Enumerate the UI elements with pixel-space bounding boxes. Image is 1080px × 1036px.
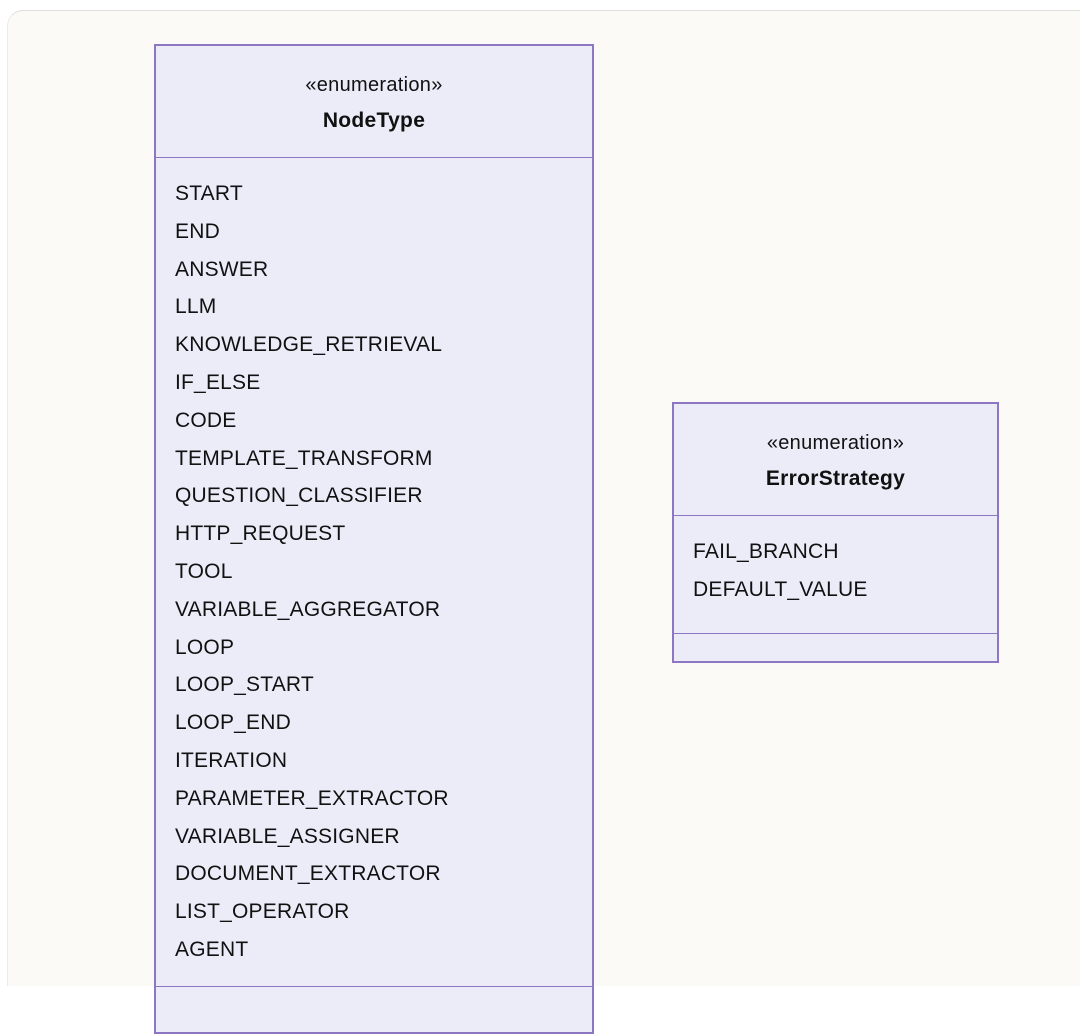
enum-value: DOCUMENT_EXTRACTOR — [175, 862, 441, 886]
enum-box-nodetype: «enumeration» NodeType START END ANSWER LLM… — [154, 44, 594, 1034]
enum-header-errorstrategy: «enumeration» ErrorStrategy — [674, 404, 997, 516]
enum-value: ITERATION — [175, 748, 288, 772]
enum-value: END — [175, 219, 220, 243]
enum-value: IF_ELSE — [175, 370, 261, 394]
enum-name-errorstrategy: ErrorStrategy — [765, 467, 906, 490]
enum-value: PARAMETER_EXTRACTOR — [175, 786, 449, 810]
enum-value: LLM — [175, 295, 217, 319]
enum-value: DEFAULT_VALUE — [693, 577, 868, 601]
enum-value: CODE — [175, 408, 237, 432]
enum-box-errorstrategy: «enumeration» ErrorStrategy FAIL_BRANCH D… — [672, 402, 999, 663]
enum-value: HTTP_REQUEST — [175, 522, 346, 546]
enum-value: TOOL — [175, 559, 233, 583]
enum-value: AGENT — [175, 937, 249, 961]
enum-values-nodetype: START END ANSWER LLM KNOWLEDGE_RETRIEVAL IF_E… — [156, 158, 592, 986]
enum-value: LOOP_START — [175, 673, 314, 697]
enum-values-errorstrategy: FAIL_BRANCH DEFAULT_VALUE — [674, 516, 997, 633]
enum-value: ANSWER — [175, 257, 269, 281]
enum-value: VARIABLE_ASSIGNER — [175, 824, 400, 848]
enum-methods-compartment-nodetype — [156, 986, 592, 1036]
enum-value: LOOP — [175, 635, 235, 659]
enum-value: LOOP_END — [175, 711, 291, 735]
enum-name-nodetype: NodeType — [322, 109, 426, 132]
enum-value: TEMPLATE_TRANSFORM — [175, 446, 433, 470]
stereotype-label: «enumeration» — [305, 74, 443, 96]
enum-value: FAIL_BRANCH — [693, 540, 839, 563]
enum-value: KNOWLEDGE_RETRIEVAL — [175, 333, 443, 357]
stereotype-label: «enumeration» — [766, 432, 905, 454]
enum-header-nodetype: «enumeration» NodeType — [156, 46, 592, 158]
enum-value: START — [175, 182, 243, 205]
enum-value: VARIABLE_AGGREGATOR — [175, 597, 441, 621]
diagram-canvas: «enumeration» NodeType START END ANSWER LLM… — [7, 10, 1080, 1034]
enum-value: QUESTION_CLASSIFIER — [175, 484, 423, 508]
enum-methods-compartment-errorstrategy — [674, 633, 997, 663]
enum-value: LIST_OPERATOR — [175, 900, 350, 924]
